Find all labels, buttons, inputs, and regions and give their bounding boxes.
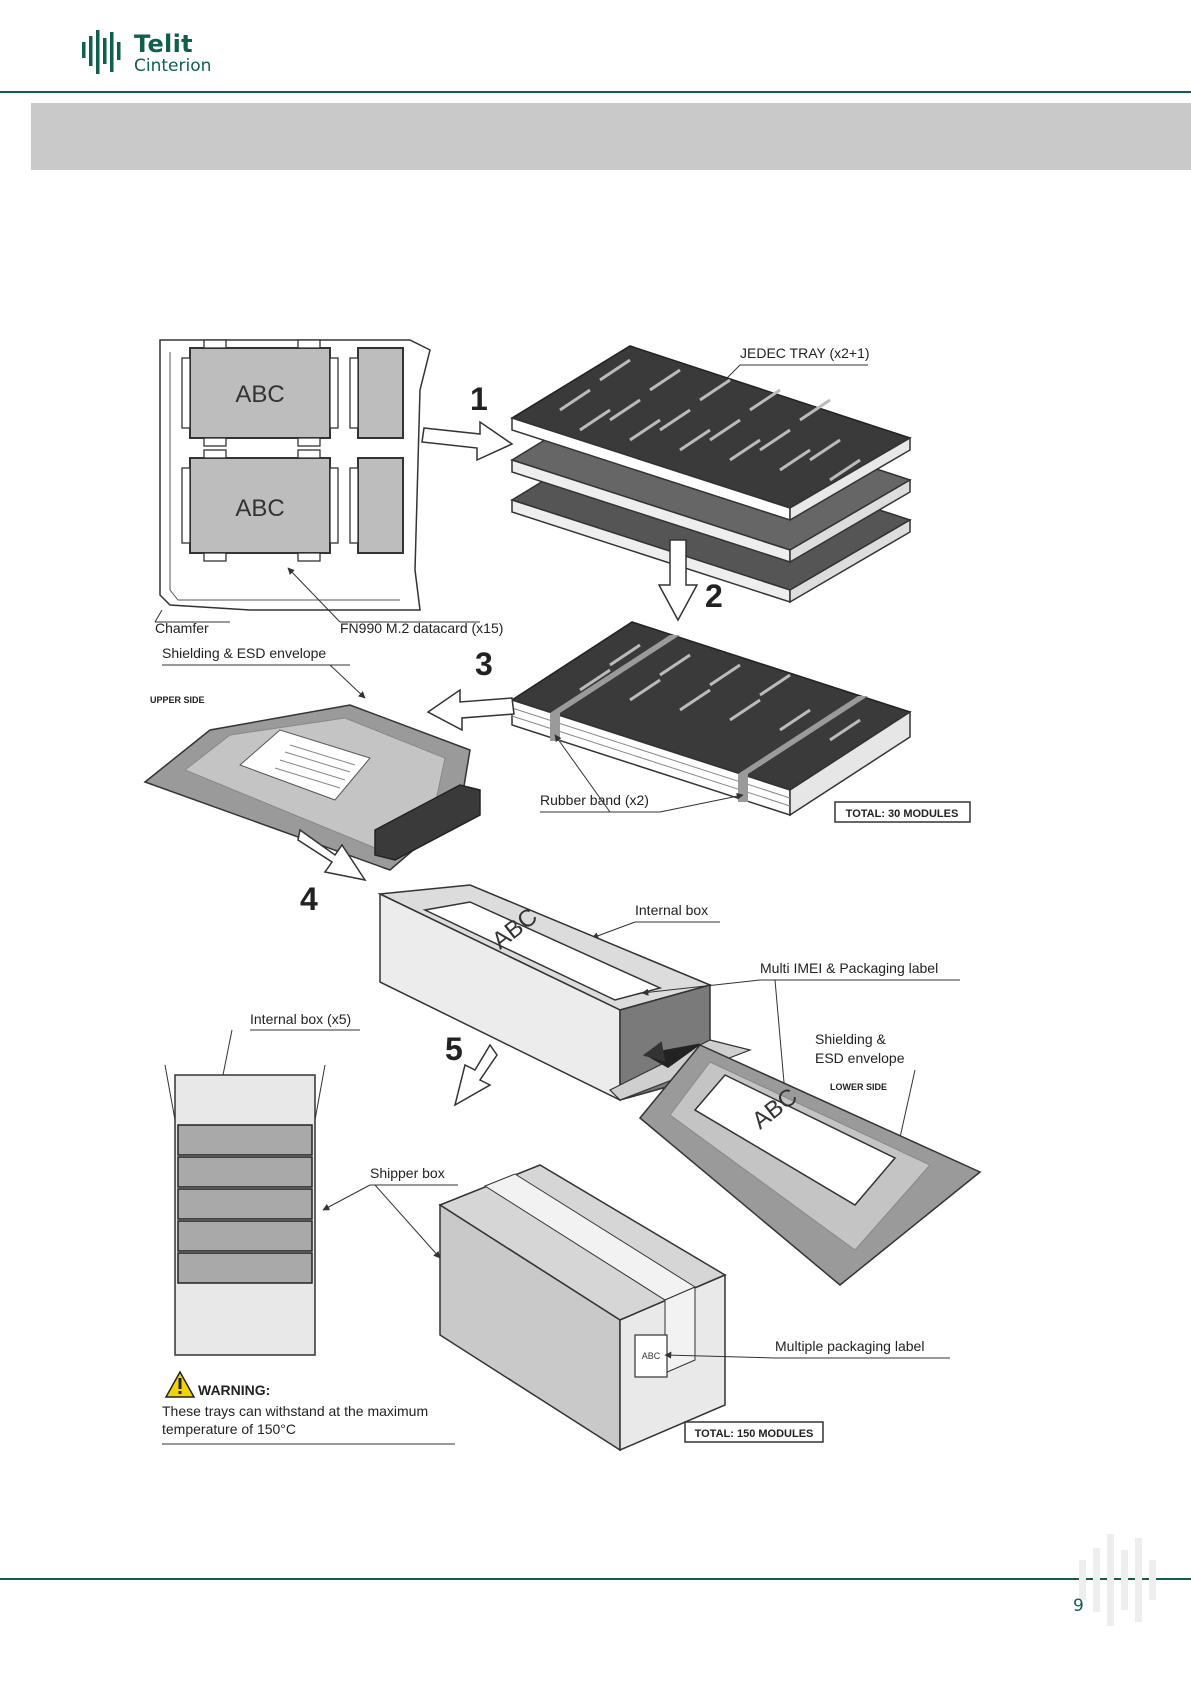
banded-tray-stack [510, 621, 912, 817]
rubber-band-label: Rubber band (x2) [540, 792, 649, 808]
step-4-number: 4 [300, 881, 318, 917]
internal-box-x5-label: Internal box (x5) [250, 1011, 351, 1027]
chamfer-label: Chamfer [155, 620, 209, 636]
step-1-number: 1 [470, 381, 488, 417]
warning-triangle-icon [164, 1370, 196, 1398]
shielding-envelope-label: Shielding & ESD envelope [162, 645, 326, 661]
logo-word-telit: Telit [134, 30, 193, 58]
lower-side-label: LOWER SIDE [830, 1082, 887, 1092]
shielding-lower-label-line2: ESD envelope [815, 1050, 905, 1066]
tray-detail: ABC ABC [159, 339, 431, 611]
shielding-envelope-lower: ABC [638, 1044, 982, 1286]
internal-box: ABC [377, 884, 752, 1102]
step-3-arrow-icon [426, 688, 515, 732]
total-30-label: TOTAL: 30 MODULES [846, 808, 959, 820]
warning-title: WARNING: [198, 1382, 270, 1398]
logo-watermark-icon [1079, 1534, 1156, 1626]
step-4-arrow-icon [297, 828, 367, 882]
step-5-arrow-icon [453, 1043, 498, 1107]
datacard-label: FN990 M.2 datacard (x15) [340, 620, 503, 636]
datacard-slot: ABC [189, 347, 331, 439]
total-150-label: TOTAL: 150 MODULES [695, 1428, 814, 1440]
page-number: 9 [1073, 1596, 1084, 1616]
datacard-slot: ABC [189, 457, 331, 554]
telit-cinterion-logo: Telit Cinterion [80, 28, 220, 78]
warning-text-line1: These trays can withstand at the maximum [162, 1403, 428, 1419]
internal-box-label: Internal box [635, 902, 708, 918]
step-2-number: 2 [705, 578, 723, 614]
shipper-box: ABC [438, 1164, 727, 1452]
header-rule [0, 91, 1191, 93]
upper-side-label: UPPER SIDE [150, 695, 205, 705]
section-header-band [31, 103, 1191, 170]
total-30-box [834, 801, 971, 823]
step-5-number: 5 [445, 1031, 463, 1067]
packaging-diagram: ABC ABC Chamfer FN990 M.2 datacard (x15)… [140, 310, 1000, 1460]
step-1-arrow-icon [421, 420, 514, 462]
abc-label: ABC [235, 381, 284, 408]
logo-bars-icon [82, 30, 121, 74]
abc-label: ABC [235, 495, 284, 522]
shielding-lower-label-line1: Shielding & [815, 1031, 886, 1047]
shipper-box-label: Shipper box [370, 1165, 445, 1181]
packaging-diagram-svg: ABC ABC Chamfer FN990 M.2 datacard (x15)… [143, 339, 982, 1452]
shielding-envelope-upper [143, 704, 481, 871]
warning-text-line2: temperature of 150°C [162, 1421, 296, 1437]
jedec-tray-stack [510, 345, 912, 604]
jedec-tray-label: JEDEC TRAY (x2+1) [740, 345, 870, 361]
total-150-box [684, 1421, 824, 1443]
logo-word-cinterion: Cinterion [134, 56, 212, 76]
multiple-packaging-label: Multiple packaging label [775, 1338, 924, 1354]
stacked-internal-boxes [164, 1064, 326, 1356]
step-2-arrow-icon [657, 539, 699, 622]
footer-rule [0, 1578, 1191, 1580]
multi-imei-label: Multi IMEI & Packaging label [760, 960, 938, 976]
step-3-number: 3 [475, 646, 493, 682]
small-abc-label: ABC [642, 1351, 661, 1361]
